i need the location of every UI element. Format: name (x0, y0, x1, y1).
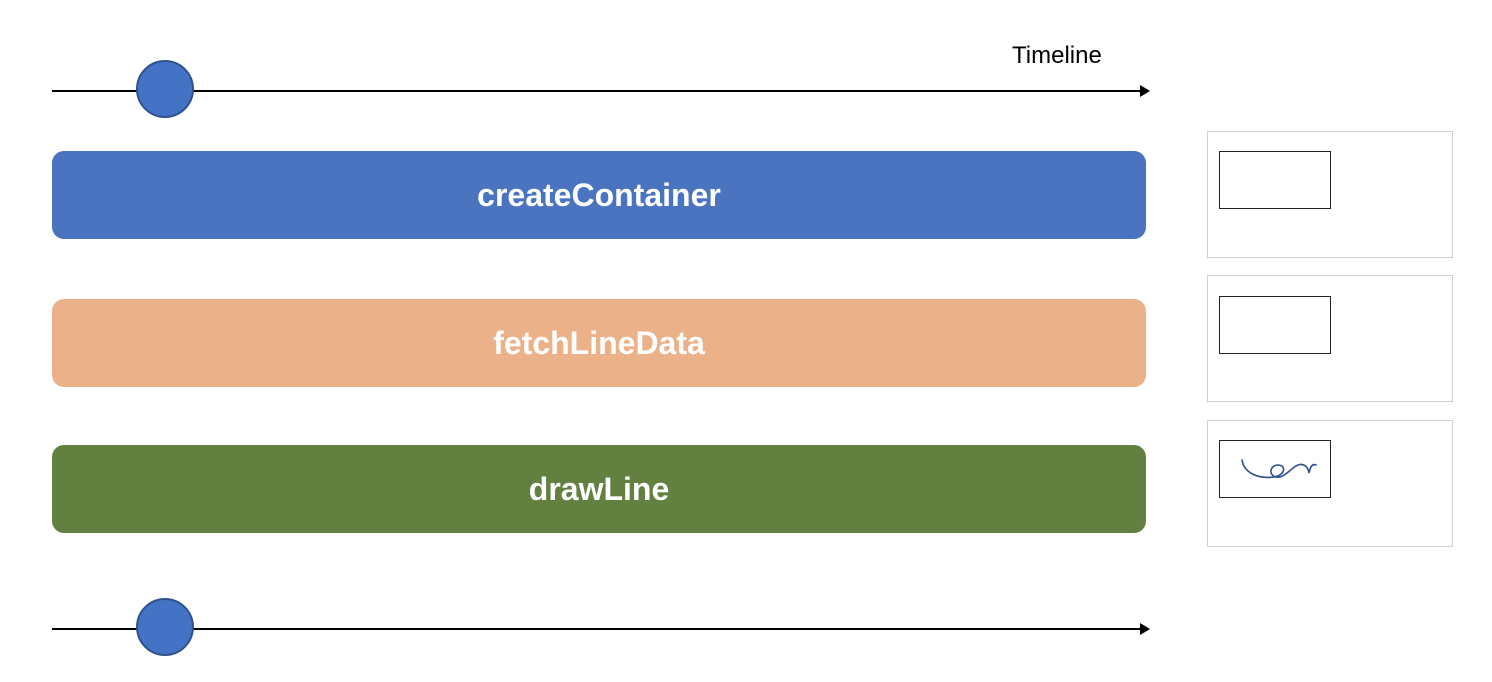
arrow-right-icon (1140, 85, 1150, 97)
preview-panel-create-container (1207, 131, 1453, 258)
step-label: drawLine (528, 470, 670, 507)
timeline-marker-top[interactable] (136, 60, 194, 118)
timeline-label: Timeline (1012, 42, 1102, 69)
arrow-right-icon (1140, 623, 1150, 635)
step-fetch-line-data[interactable]: fetchLineData (52, 299, 1146, 387)
preview-panel-draw-line (1207, 420, 1453, 547)
step-label: fetchLineData (493, 324, 705, 361)
step-draw-line[interactable]: drawLine (52, 445, 1146, 533)
timeline-marker-bottom[interactable] (136, 598, 194, 656)
timeline-bottom (52, 623, 1150, 635)
line-scribble-icon (1241, 459, 1317, 479)
step-label: createContainer (477, 176, 721, 213)
preview-panel-fetch-line-data (1207, 275, 1453, 402)
step-create-container[interactable]: createContainer (52, 151, 1146, 239)
preview-container-box (1219, 296, 1331, 354)
preview-container-box (1219, 151, 1331, 209)
timeline-top (52, 85, 1150, 97)
preview-container-box (1219, 440, 1331, 498)
